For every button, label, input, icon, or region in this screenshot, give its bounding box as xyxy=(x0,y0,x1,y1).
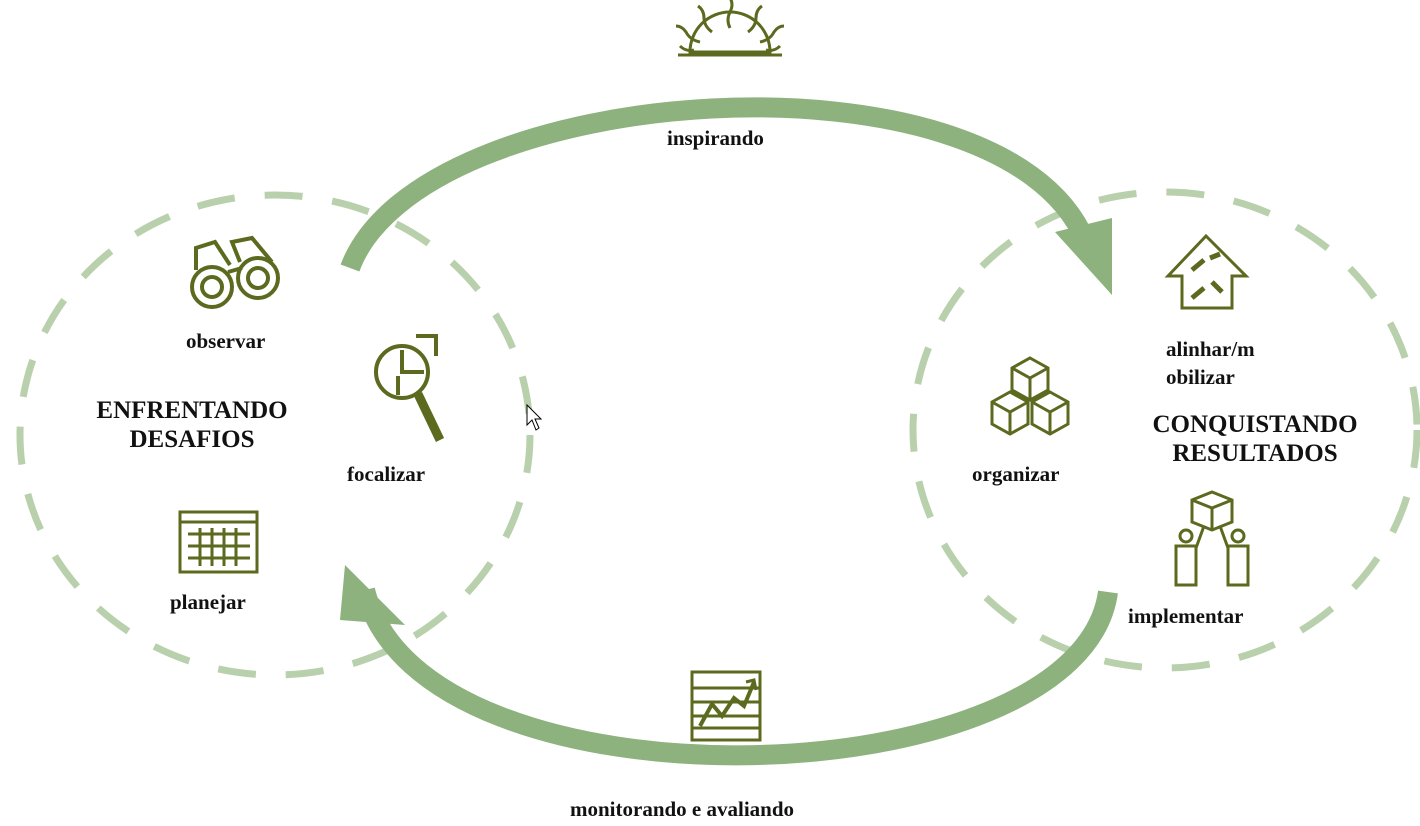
cycle-bottom-label: monitorando e avaliando xyxy=(570,797,795,822)
alinhar-label-line1: alinhar/m xyxy=(1166,337,1255,361)
line-chart-icon xyxy=(690,670,762,742)
left-dashed-ellipse xyxy=(16,191,534,679)
sun-icon xyxy=(675,0,785,57)
planejar-label: planejar xyxy=(170,590,246,615)
alinhar-label: alinhar/m obilizar xyxy=(1166,337,1255,390)
implementar-label: implementar xyxy=(1128,604,1244,629)
left-group-title: ENFRENTANDO DESAFIOS xyxy=(76,397,308,455)
top-arrowhead xyxy=(1055,218,1112,295)
house-arrows-icon xyxy=(1164,233,1250,310)
observar-label: observar xyxy=(186,329,266,354)
cubes-icon xyxy=(990,356,1070,436)
focalizar-label: focalizar xyxy=(347,462,426,487)
cycle-top-label: inspirando xyxy=(667,126,764,151)
top-arc-arrow xyxy=(340,97,1095,272)
binoculars-icon xyxy=(190,235,280,309)
organizar-label: organizar xyxy=(972,462,1060,487)
people-lifting-box-icon xyxy=(1174,490,1250,587)
grid-calendar-icon xyxy=(178,510,259,574)
alinhar-label-line2: obilizar xyxy=(1166,365,1235,390)
right-dashed-ellipse xyxy=(909,188,1420,672)
right-group-title: CONQUISTANDO RESULTADOS xyxy=(1124,411,1386,469)
left-group-title-line2: DESAFIOS xyxy=(129,425,255,453)
magnifier-chart-icon xyxy=(374,334,445,442)
bottom-arc-arrow xyxy=(355,587,1118,766)
mouse-cursor-icon xyxy=(526,403,543,431)
right-group-title-line1: CONQUISTANDO xyxy=(1152,411,1358,438)
right-group-title-line2: RESULTADOS xyxy=(1172,439,1338,467)
bottom-arrowhead xyxy=(340,565,405,625)
left-group-title-line1: ENFRENTANDO xyxy=(96,397,288,424)
